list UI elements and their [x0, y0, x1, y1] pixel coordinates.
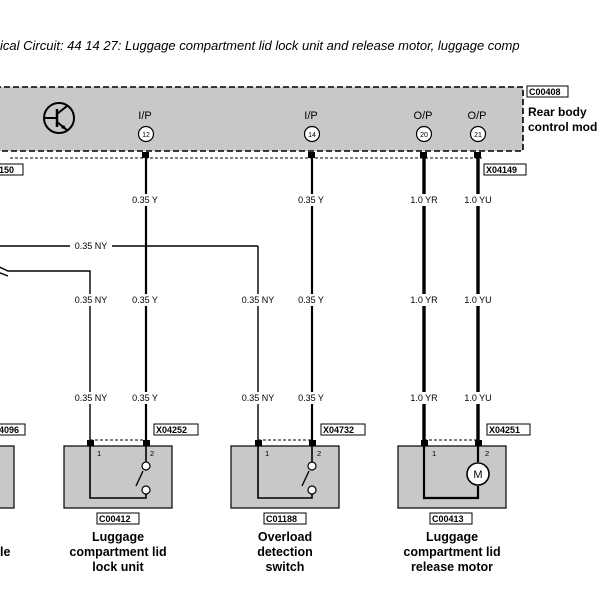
lock-unit-name-1: Luggage: [92, 530, 144, 544]
connector-switch: X04732: [323, 425, 354, 435]
overload-switch: 1 2: [230, 445, 340, 509]
wire-label: 0.35 Y: [298, 195, 324, 205]
pin-type-12: I/P: [138, 110, 151, 122]
switch-name-3: switch: [266, 560, 305, 574]
wire-label: 0.35 NY: [75, 295, 108, 305]
switch-name-2: detection: [257, 545, 313, 559]
switch-pin2: 2: [317, 449, 321, 458]
lock-unit: 1 2: [63, 445, 173, 509]
motor-name-2: compartment lid: [403, 545, 500, 559]
wire-label: 1.0 YU: [464, 393, 491, 403]
lock-pin1: 1: [97, 449, 101, 458]
lock-pin2: 2: [150, 449, 154, 458]
pin-number-12: 12: [142, 132, 150, 139]
connector-right-top-box: [483, 163, 527, 176]
wire-label: 0.35 NY: [242, 393, 275, 403]
module-block: [0, 86, 524, 152]
connector-right-top: X04149: [486, 165, 517, 175]
connector-motor: X04251: [489, 425, 520, 435]
wire-label: 0.35 NY: [242, 295, 275, 305]
switch-name-1: Overload: [258, 530, 312, 544]
wire-labels: 0.35 Y 0.35 Y 1.0 YR 1.0 YU 0.35 NY 0.35…: [70, 194, 497, 404]
connector-switch-box: [320, 423, 366, 436]
motor-code: C00413: [432, 514, 464, 524]
motor-pin1: 1: [432, 449, 436, 458]
partial-component-label: le: [0, 545, 10, 559]
pin-number-20: 20: [420, 132, 428, 139]
connector-left-top: 150: [0, 165, 14, 175]
module-code: C00408: [529, 87, 561, 97]
wire-label: 0.35 NY: [75, 393, 108, 403]
pin-type-21: O/P: [468, 110, 487, 122]
wire-label: 0.35 Y: [298, 295, 324, 305]
switch-pin1: 1: [265, 449, 269, 458]
motor-symbol: M: [473, 469, 482, 481]
connector-left-top-box: [0, 163, 24, 176]
module-name-line1: Rear body: [528, 105, 587, 119]
wire-label: 1.0 YR: [410, 195, 438, 205]
switch-code: C01188: [266, 514, 297, 524]
wire-label: 1.0 YU: [464, 295, 491, 305]
wire-label: 0.35 Y: [132, 295, 158, 305]
wire-label: 1.0 YU: [464, 195, 491, 205]
partial-component: [0, 445, 15, 509]
module-name-line2: control mod: [528, 120, 597, 134]
pin-type-20: O/P: [414, 110, 433, 122]
pin-number-14: 14: [308, 132, 316, 139]
lock-unit-name-3: lock unit: [92, 560, 144, 574]
wire-label: 0.35 Y: [298, 393, 324, 403]
pin-number-21: 21: [474, 132, 482, 139]
connector-motor-box: [486, 423, 531, 436]
wire-label: 0.35 Y: [132, 393, 158, 403]
lock-unit-code: C00412: [99, 514, 131, 524]
motor-pin2: 2: [485, 449, 489, 458]
release-motor: 1 2 M: [397, 445, 507, 509]
lock-unit-name-2: compartment lid: [69, 545, 166, 559]
wire-label: 0.35 NY: [75, 241, 108, 251]
motor-icon: [466, 462, 490, 486]
connector-lock: X04252: [156, 425, 187, 435]
wire-label: 0.35 Y: [132, 195, 158, 205]
motor-name-1: Luggage: [426, 530, 478, 544]
connector-left-bottom-box: [0, 423, 26, 436]
module-code-box: [526, 85, 569, 98]
diagram-title: ical Circuit: 44 14 27: Luggage compartm…: [0, 38, 520, 53]
connector-lock-box: [153, 423, 199, 436]
transistor-icon: [43, 102, 75, 134]
pin-type-14: I/P: [304, 110, 317, 122]
wire-label: 1.0 YR: [410, 393, 438, 403]
connector-left-bottom: 4096: [0, 425, 19, 435]
wire-label: 1.0 YR: [410, 295, 438, 305]
motor-name-3: release motor: [411, 560, 493, 574]
